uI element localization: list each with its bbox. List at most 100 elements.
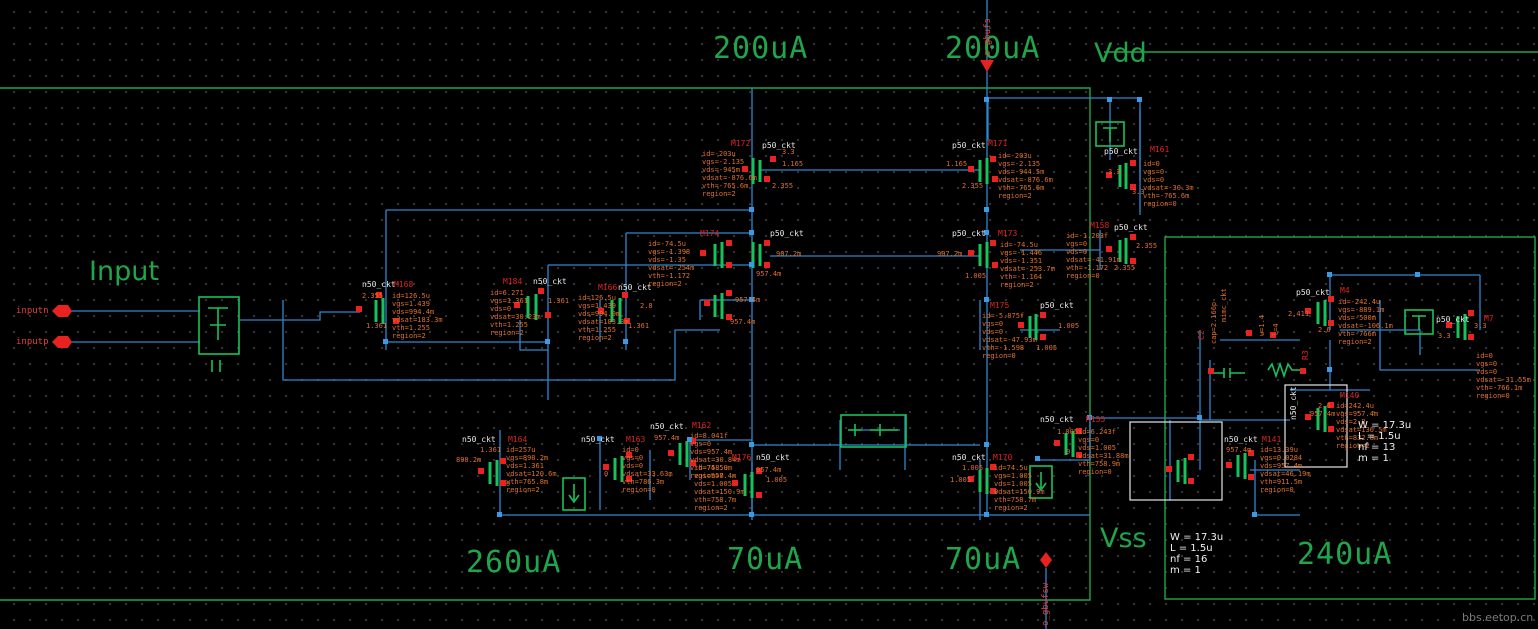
device-params: id=242.4u vgs=957.4m vds=2.8 vdsat=136.5…	[1336, 402, 1387, 450]
instance-name: M140	[1340, 391, 1360, 400]
node-voltage: 1.165	[946, 160, 968, 168]
model-label: p50_ckt	[770, 229, 804, 238]
nets	[70, 70, 1481, 520]
current-label-bottom-2: 70uA	[727, 542, 804, 577]
model-label: n50_ckt	[756, 453, 790, 462]
res-width: w=1.4	[1258, 314, 1266, 336]
node-voltage: 0	[506, 480, 511, 488]
model-label: p50_ckt	[952, 229, 986, 238]
node-voltage: 1.361	[366, 322, 388, 330]
model-label: p50_ckt	[1114, 223, 1148, 232]
instance-name: M4	[1340, 286, 1350, 295]
current-label-bottom-1: 260uA	[466, 545, 562, 580]
node-voltage: 957.4m	[730, 318, 756, 326]
pin-inputn[interactable]: inputn	[16, 306, 49, 316]
node-voltage: 2.355	[1114, 264, 1136, 272]
node-voltage: 957.4m	[1310, 410, 1336, 418]
model-label: p50_ckt	[1104, 147, 1138, 156]
node-voltage: 907.2m	[937, 250, 963, 258]
node-voltage: 1.005	[965, 272, 987, 280]
node-voltage: 957.4m	[735, 296, 761, 304]
node-voltage: 0	[604, 470, 609, 478]
cap-value: cap=2.166p	[1210, 301, 1218, 344]
connection-dots	[356, 156, 1474, 498]
node-voltage: 2.411	[1288, 310, 1310, 318]
inputn-pin-marker	[52, 305, 72, 317]
symbol-boxes	[198, 121, 1434, 511]
device-params: id=0 vgs=0 vds=0 vdsat=-31.55m vth=-766.…	[1476, 352, 1531, 400]
pin-markers	[52, 60, 1052, 568]
device-params: id=126.5u vgs=1.439 vds=994.4m vdsat=183…	[392, 292, 443, 340]
model-label: p50_ckt	[952, 141, 986, 150]
current-label-bottom-3: 70uA	[945, 542, 1022, 577]
section-label-vss: Vss	[1100, 523, 1147, 554]
node-voltage: 2.355	[1136, 242, 1158, 250]
current-label-top-left: 200uA	[713, 31, 809, 66]
instance-name: M155	[1086, 415, 1106, 424]
cap-model: mimc_ckt	[1220, 288, 1228, 322]
instance-name: M173	[998, 229, 1018, 238]
device-bodies	[374, 158, 1467, 498]
model-label: p50_ckt	[1040, 301, 1074, 310]
pin-inputp[interactable]: inputp	[16, 337, 49, 347]
device-params: id=13.39u vgs=0.0284 vds=957.4m vdsat=46…	[1260, 446, 1311, 494]
model-label: n50_ckt	[952, 453, 986, 462]
instance-name: M174	[700, 229, 720, 238]
node-voltage: 898.2m	[456, 456, 482, 464]
section-label-input: Input	[89, 256, 159, 287]
node-voltage: 1.005	[1058, 322, 1080, 330]
node-voltage: 3.3	[782, 148, 795, 156]
instance-name: M162	[692, 421, 712, 430]
instance-name: M158	[1090, 221, 1110, 230]
instance-name: M161	[1150, 145, 1170, 154]
junction-dots	[383, 97, 1420, 517]
device-params: id=0 vgs=0 vds=0 vdsat=33.63m vth=786.3m…	[622, 446, 673, 494]
instance-name: M172	[731, 139, 751, 148]
node-voltage: 957.4m	[1226, 446, 1252, 454]
model-label: n50_ckt	[581, 435, 615, 444]
pin-top[interactable]: o_gbufs	[983, 18, 993, 56]
device-params: id=6.271 vgs=1.361 vds=0 vdsat=30.23m vt…	[490, 289, 541, 337]
node-voltage: 1.005	[950, 476, 972, 484]
node-voltage: 2.6	[1318, 402, 1331, 410]
device-params: id=-74.5u vgs=-1.398 vds=-1.35 vdsat=-25…	[648, 240, 695, 288]
instance-name: M168	[394, 280, 414, 289]
section-label-vdd: Vdd	[1094, 38, 1147, 69]
instance-name: M7	[1484, 314, 1494, 323]
instance-name: R3	[1301, 350, 1310, 360]
node-voltage: 1.005	[1057, 428, 1079, 436]
device-params: id=74.5u vgs=957.4m vds=1.005 vdsat=150.…	[694, 464, 745, 512]
node-voltage: 2.355	[962, 182, 984, 190]
node-voltage: 2.8	[640, 302, 653, 310]
device-params: id=6.243f vgs=0 vds=1.005 vdsat=31.88m v…	[1078, 428, 1129, 476]
instance-name: M184	[503, 277, 523, 286]
model-label: n50_ckt	[1289, 386, 1298, 420]
node-voltage: 3.3	[1438, 332, 1451, 340]
node-voltage: 3.3	[1474, 322, 1487, 330]
device-params: id=-203u vgs=-2.135 vds=-944.5m vdsat=-8…	[998, 152, 1053, 200]
bottom-pin-marker	[1040, 552, 1052, 568]
device-params: id=126.5u vgs=1.439 vds=994.9m vdsat=183…	[578, 294, 629, 342]
instance-name: M170	[993, 453, 1013, 462]
inputp-pin-marker	[52, 336, 72, 348]
model-label: n50_ckt	[533, 277, 567, 286]
pin-bottom[interactable]: o_gbufsw	[1041, 582, 1051, 626]
node-voltage: 3.3	[1132, 188, 1145, 196]
instance-name: M164	[508, 435, 528, 444]
node-voltage: 1.361	[628, 322, 650, 330]
instance-name: M176	[732, 453, 752, 462]
device-params: id=0 vgs=0 vds=0 vdsat=-30.3m vth=-765.6…	[1143, 160, 1194, 208]
model-label: p50_ckt	[1436, 315, 1470, 324]
node-voltage: 1.005	[962, 464, 984, 472]
instance-name: M171	[988, 139, 1008, 148]
node-voltage: 2.6	[1318, 326, 1331, 334]
device-params: id=-242.4u vgs=-889.1m vds=-500m vdsat=-…	[1338, 298, 1393, 346]
device-params: id=-74.5u vgs=-1.446 vds=-1.351 vdsat=-2…	[1000, 241, 1055, 289]
model-label: n50_ckt	[618, 283, 652, 292]
current-label-top-right: 200uA	[945, 31, 1041, 66]
size-info-1: W = 17.3u L = 1.5u nf = 13 m = 1	[1358, 420, 1412, 464]
node-voltage: 2.355	[362, 292, 384, 300]
size-info-2: W = 17.3u L = 1.5u nf = 16 m = 1	[1170, 532, 1224, 576]
